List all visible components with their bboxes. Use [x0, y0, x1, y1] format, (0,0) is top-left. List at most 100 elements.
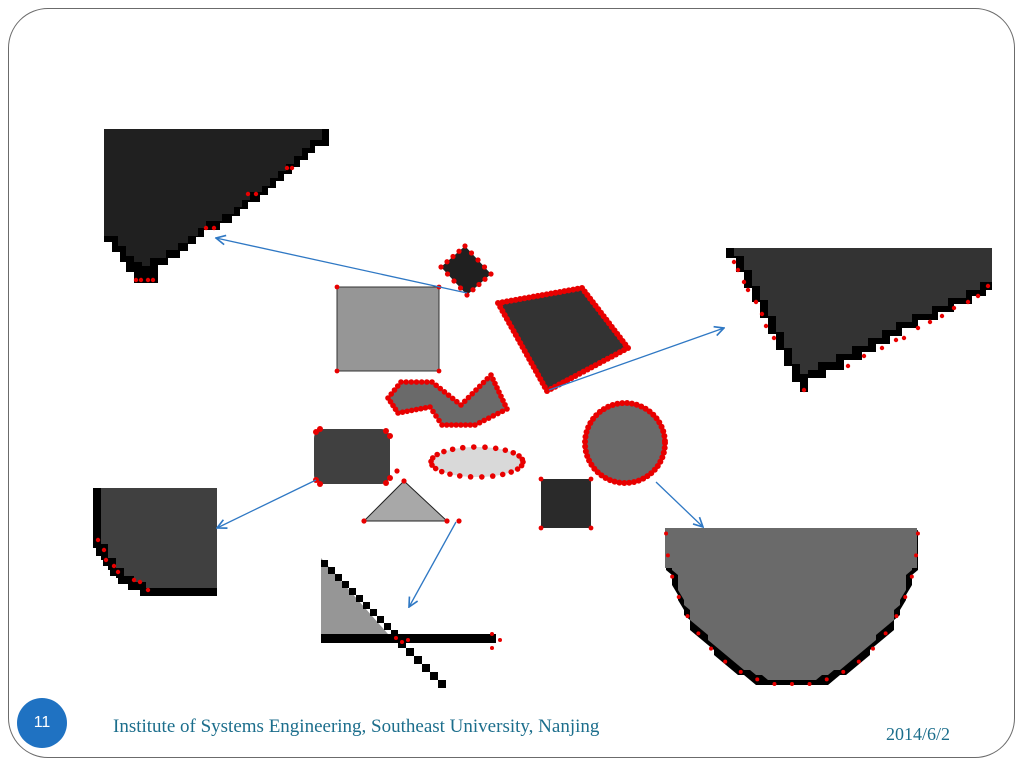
contour-point	[660, 449, 667, 456]
contour-point	[458, 422, 464, 428]
contour-point	[508, 469, 514, 475]
contour-point	[459, 444, 466, 451]
contour-point	[492, 380, 498, 387]
contour-point	[927, 319, 933, 325]
contour-point	[439, 422, 445, 428]
pixel-staircase	[384, 623, 391, 630]
contour-point	[489, 473, 496, 479]
contour-point	[145, 587, 151, 593]
contour-point	[429, 379, 435, 385]
contour-point	[441, 448, 447, 455]
contour-point	[630, 478, 637, 485]
contour-point	[436, 417, 442, 424]
contour-point	[317, 426, 323, 432]
contour-point	[570, 286, 577, 293]
contour-point	[464, 292, 470, 298]
zoom-arrow	[217, 479, 317, 528]
contour-point	[437, 385, 444, 392]
contour-point	[150, 277, 156, 283]
contour-point	[915, 531, 920, 536]
contour-point	[614, 400, 621, 407]
contour-point	[741, 279, 747, 285]
contour-point	[665, 553, 670, 558]
contour-point	[449, 446, 456, 453]
contour-point	[807, 681, 812, 686]
contour-point	[456, 518, 462, 524]
pixel-staircase	[342, 581, 349, 588]
rounded-dark-rectangle	[314, 429, 390, 484]
contour-point	[476, 419, 483, 426]
contour-point	[661, 444, 668, 451]
gray-circle	[586, 404, 664, 482]
contour-point	[467, 422, 474, 428]
contour-point	[465, 394, 472, 401]
contour-point	[488, 271, 494, 277]
contour-point	[468, 250, 475, 256]
contour-point	[289, 165, 295, 171]
contour-point	[492, 445, 499, 452]
contour-point	[521, 295, 528, 302]
contour-point	[879, 345, 885, 351]
contour-point	[661, 433, 668, 440]
contour-point	[534, 292, 541, 299]
slide-number: 11	[33, 714, 51, 731]
contour-point	[519, 456, 526, 463]
contour-point	[685, 614, 690, 619]
contour-point	[457, 285, 464, 291]
contour-point	[408, 379, 415, 385]
contour-point	[500, 397, 506, 404]
contour-point	[394, 636, 398, 640]
contour-point	[640, 475, 647, 482]
contour-point	[454, 398, 460, 405]
contour-point	[518, 462, 525, 469]
contour-point	[894, 614, 899, 619]
contour-point	[508, 297, 515, 304]
pixel-staircase	[321, 560, 328, 567]
contour-point	[498, 393, 504, 400]
contour-point	[403, 379, 409, 385]
contour-point	[444, 518, 450, 524]
contour-point	[490, 632, 494, 636]
contour-point	[443, 422, 450, 428]
contour-point	[145, 277, 151, 283]
contour-point	[434, 451, 440, 458]
contour-point	[334, 284, 340, 290]
contour-point	[504, 406, 510, 412]
contour-point	[824, 677, 829, 682]
contour-point	[514, 466, 521, 472]
contour-point	[284, 165, 290, 171]
contour-point	[609, 401, 616, 408]
contour-point	[588, 525, 594, 531]
contour-point	[490, 376, 496, 383]
contour-point	[462, 243, 468, 249]
contour-point	[498, 638, 502, 642]
contour-point	[361, 518, 367, 524]
zoom-arrow	[548, 328, 724, 391]
contour-point	[951, 305, 957, 311]
contour-point	[469, 390, 476, 397]
contour-point	[394, 468, 400, 474]
pixel-staircase	[438, 680, 446, 688]
contour-point	[582, 448, 589, 455]
contour-point	[418, 379, 425, 385]
contour-point	[841, 669, 846, 674]
contour-point	[586, 457, 593, 464]
contour-point	[621, 479, 628, 486]
contour-point	[763, 323, 769, 329]
light-gray-square	[336, 286, 440, 372]
contour-point	[436, 368, 442, 374]
contour-point	[584, 453, 591, 460]
contour-point	[387, 475, 393, 481]
contour-point	[633, 401, 640, 408]
contour-point	[485, 415, 492, 421]
contour-point	[413, 379, 420, 385]
contour-point	[253, 191, 259, 197]
contour-point	[450, 253, 456, 260]
contour-point	[552, 289, 559, 296]
contour-point	[914, 553, 919, 558]
contour-point	[583, 428, 590, 435]
pixel-staircase	[430, 672, 438, 680]
contour-point	[939, 313, 945, 319]
contour-point	[111, 563, 117, 569]
contour-point	[619, 400, 626, 407]
